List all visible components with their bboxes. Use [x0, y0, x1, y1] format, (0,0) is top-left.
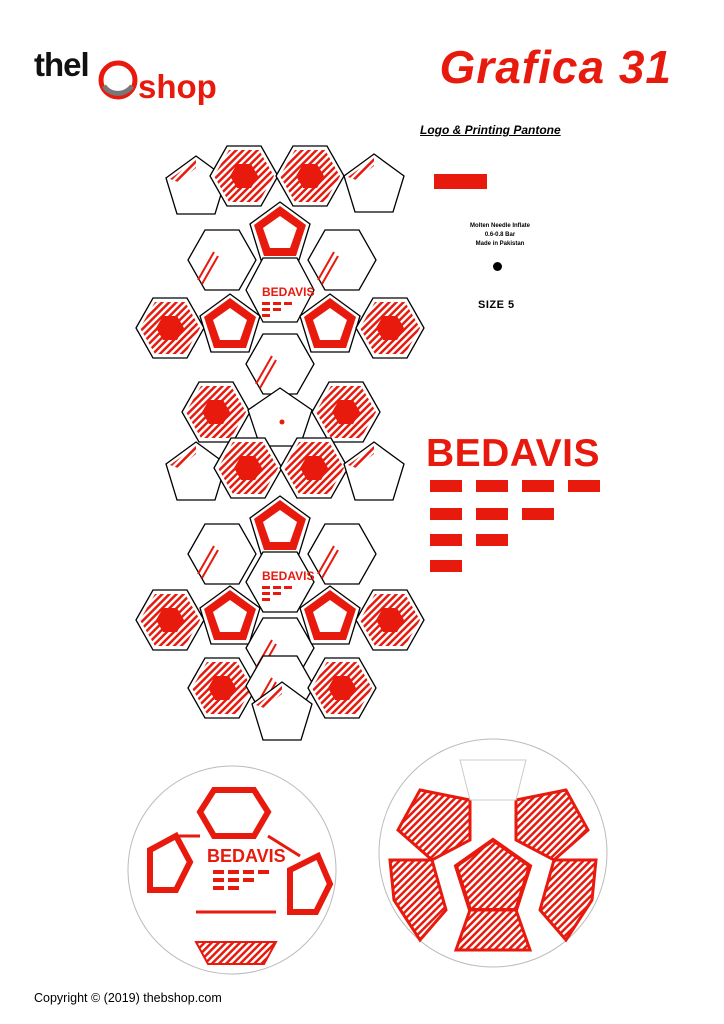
center-hex-middle: BEDAVIS [245, 551, 315, 613]
brand-bar [430, 508, 462, 520]
logo-ring-shade [101, 84, 135, 96]
size-label: SIZE 5 [478, 299, 515, 311]
ball-brand-label: BEDAVIS [207, 846, 286, 866]
page-title: Grafica 31 [439, 41, 672, 93]
center-pent-middle [247, 387, 313, 447]
logo-text-right: shop [138, 68, 217, 105]
brand-bar [430, 534, 462, 546]
info-line: 0.6-0.8 Bar [484, 232, 516, 238]
logo-text-left: thel [34, 46, 89, 83]
brand-bars [430, 480, 610, 580]
logo-graphic: thel shop [34, 46, 217, 105]
logo-ring [98, 60, 138, 100]
panel-brand-label: BEDAVIS [262, 569, 314, 583]
ball-render-back [378, 738, 608, 968]
brand-bar [430, 480, 462, 492]
ball-render-front: BEDAVIS [127, 765, 337, 975]
pantone-heading: Logo & Printing Pantone [420, 123, 561, 137]
brand-bar [476, 534, 508, 546]
brand-bar [476, 508, 508, 520]
panel-brand-label: BEDAVIS [262, 285, 314, 299]
info-line: Made in Pakistan [475, 241, 525, 247]
ball-info: Molten Needle Inflate 0.6-0.8 Bar Made i… [440, 222, 560, 249]
brand-logo-large: BEDAVIS [426, 432, 600, 475]
valve-dot [493, 262, 502, 271]
brand-bar [568, 480, 600, 492]
shop-logo: thel shop [34, 40, 224, 112]
panel-group-top: BEDAVIS [135, 145, 425, 395]
pantone-swatch [434, 174, 487, 189]
copyright-text: Copyright © (2019) thebshop.com [34, 991, 222, 1005]
brand-bar [430, 560, 462, 572]
brand-bar [522, 508, 554, 520]
brand-bar [476, 480, 508, 492]
brand-bar [522, 480, 554, 492]
info-line: Molten Needle Inflate [469, 223, 530, 229]
center-hex-top: BEDAVIS [245, 257, 315, 323]
panel-group-middle: BEDAVIS [165, 381, 405, 613]
